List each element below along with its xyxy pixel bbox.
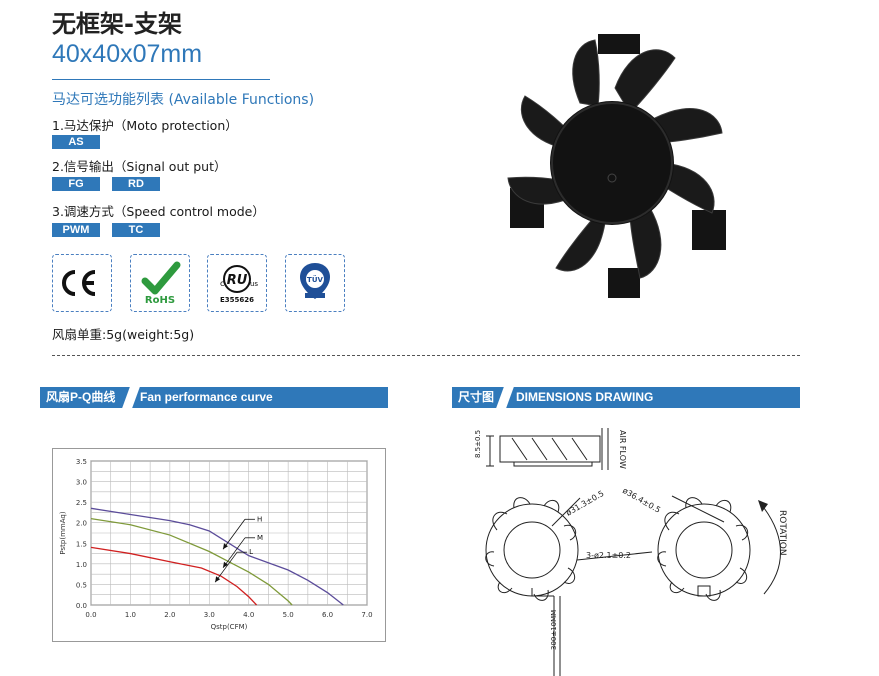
fan-hub — [550, 101, 674, 225]
y-tick-label: 0.0 — [76, 602, 87, 610]
x-tick-label: 1.0 — [125, 611, 136, 619]
series-arrow-L — [215, 576, 221, 583]
series-leader-M — [222, 537, 246, 569]
model-size: 40x40x07mm — [52, 40, 203, 68]
series-arrow-M — [223, 561, 228, 568]
section-divider — [52, 355, 800, 356]
function-group-label: 2.信号输出（Signal out put） — [52, 159, 227, 174]
x-tick-label: 3.0 — [204, 611, 215, 619]
y-tick-label: 1.0 — [76, 561, 87, 569]
y-tick-label: 3.5 — [76, 458, 87, 466]
x-tick-label: 4.0 — [243, 611, 254, 619]
fan-weight: 风扇单重:5g(weight:5g) — [52, 327, 195, 342]
performance-banner: 风扇P-Q曲线 Fan performance curve — [40, 385, 388, 410]
pq-chart-frame: 0.0 1.0 2.0 3.0 4.0 5.0 6.0 7.0 0.0 0.5 1.0 1.5 2.0 2… — [52, 448, 386, 642]
ul-file-number: E355626 — [220, 296, 254, 304]
x-tick-label: 7.0 — [361, 611, 372, 619]
series-line-H — [90, 507, 344, 606]
mounting-tab-bottom — [608, 268, 640, 298]
svg-text:RU: RU — [227, 273, 248, 288]
dimensions-title-cn: 尺寸图 — [458, 390, 495, 404]
tag-pwm: PWM — [52, 223, 100, 237]
y-tick-label: 2.0 — [76, 520, 87, 528]
y-tick-label: 2.5 — [76, 499, 87, 507]
x-tick-label: 5.0 — [283, 611, 294, 619]
dim-wire-length: 300±10MM — [550, 610, 558, 650]
y-tick-label: 0.5 — [76, 581, 87, 589]
series-line-L — [90, 546, 258, 606]
mounting-tab-top — [598, 34, 640, 54]
fan-product-image — [507, 34, 726, 298]
cert-ce — [52, 254, 112, 312]
y-tick-label: 3.0 — [76, 479, 87, 487]
dim-diameter-outer: ø36.4±0.5 — [621, 486, 662, 515]
dimensions-drawing: 8.5±0.5 AIR FLOW ø31.3±0.5 ø36.4±0.5 3-ø… — [474, 428, 787, 676]
series-leader-H — [222, 519, 246, 550]
y-axis-label: Pstp(mmAq) — [59, 511, 67, 554]
cert-ul: RU c us E355626 — [207, 254, 267, 312]
svg-text:us: us — [250, 280, 258, 288]
cert-tuv: TÜV — [285, 254, 345, 312]
series-arrow-H — [223, 543, 228, 550]
function-group-label: 1.马达保护（Moto protection） — [52, 118, 238, 133]
dim-diameter-inner: ø31.3±0.5 — [565, 489, 606, 518]
page-title: 无框架-支架 — [52, 10, 182, 38]
x-tick-label: 2.0 — [164, 611, 175, 619]
pq-chart: 0.0 1.0 2.0 3.0 4.0 5.0 6.0 7.0 0.0 0.5 1.0 1.5 2.0 2… — [59, 458, 373, 631]
tuv-label: TÜV — [307, 275, 323, 284]
rohs-icon: RoHS — [141, 261, 181, 306]
performance-title-en: Fan performance curve — [140, 390, 273, 404]
tag-rd: RD — [112, 177, 160, 191]
series-label-L: L — [249, 548, 253, 556]
tag-tc: TC — [112, 223, 160, 237]
rohs-label: RoHS — [145, 295, 175, 306]
dimensions-banner: 尺寸图 DIMENSIONS DRAWING — [452, 385, 800, 410]
tuv-icon: TÜV — [300, 263, 330, 299]
mounting-tab-right — [692, 210, 726, 250]
dim-height: 8.5±0.5 — [474, 430, 482, 458]
series-label-H: H — [257, 515, 262, 523]
series-line-M — [90, 517, 293, 606]
y-tick-label: 1.5 — [76, 540, 87, 548]
series-label-M: M — [257, 534, 263, 542]
title-underline — [52, 79, 270, 80]
performance-title-cn: 风扇P-Q曲线 — [46, 390, 116, 404]
dim-rotation: ROTATION — [777, 510, 787, 556]
x-tick-label: 6.0 — [322, 611, 333, 619]
ce-icon — [62, 270, 96, 296]
x-axis-label: Qstp(CFM) — [211, 623, 248, 631]
tag-fg: FG — [52, 177, 100, 191]
dimensions-title-en: DIMENSIONS DRAWING — [516, 390, 654, 404]
dim-holes: 3-ø2.1±0.2 — [586, 551, 631, 560]
cert-rohs: RoHS — [130, 254, 190, 312]
functions-heading: 马达可选功能列表 (Available Functions) — [52, 92, 315, 108]
ul-icon: RU c us E355626 — [220, 265, 258, 304]
function-group-label: 3.调速方式（Speed control mode） — [52, 204, 265, 219]
dim-airflow: AIR FLOW — [618, 430, 627, 469]
x-tick-label: 0.0 — [85, 611, 96, 619]
tag-as: AS — [52, 135, 100, 149]
svg-text:c: c — [220, 279, 224, 288]
series-leader-L — [214, 551, 238, 583]
